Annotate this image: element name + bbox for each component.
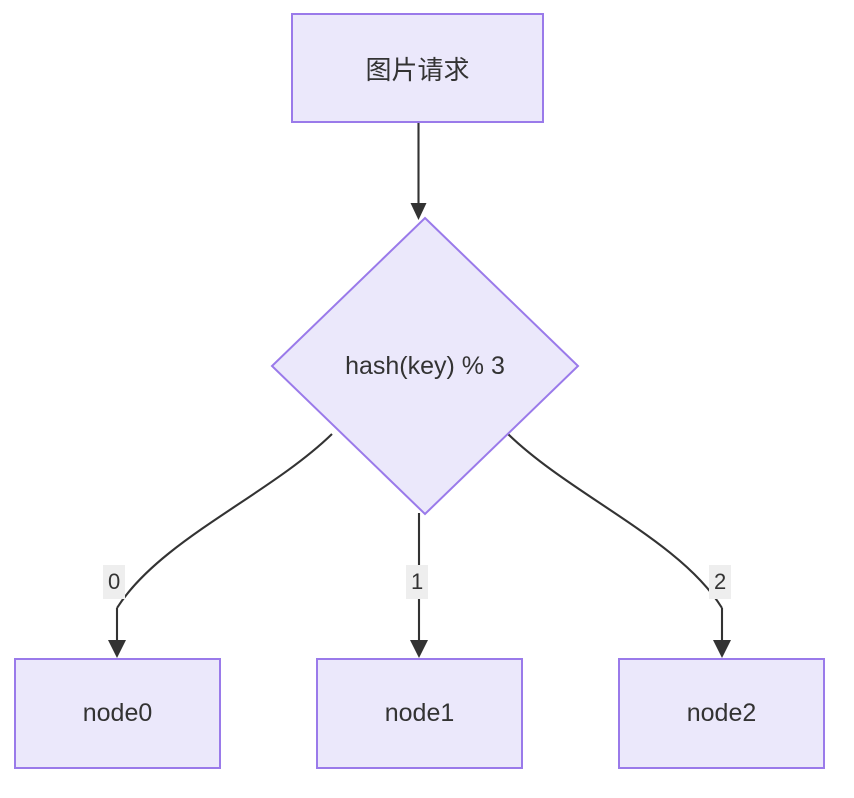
edge-line-hash-node2 xyxy=(507,433,723,609)
edge-label-2: 2 xyxy=(709,565,732,599)
arrow-head-request-hash xyxy=(410,203,427,220)
edge-label-1: 1 xyxy=(406,565,429,599)
arrow-head-hash-node1 xyxy=(410,640,428,658)
node-shape-node1[interactable] xyxy=(316,658,523,769)
node-shape-request[interactable] xyxy=(291,13,544,123)
edge-request-to-hash xyxy=(410,122,427,220)
arrow-head-hash-node0 xyxy=(108,640,126,658)
node-shape-node0[interactable] xyxy=(14,658,221,769)
arrow-head-hash-node2 xyxy=(713,640,731,658)
edge-hash-to-node0 xyxy=(108,433,333,658)
edge-hash-to-node2 xyxy=(507,433,731,658)
node-shape-node2[interactable] xyxy=(618,658,825,769)
node-shape-hash[interactable] xyxy=(270,216,580,516)
edge-label-0: 0 xyxy=(103,565,126,599)
edge-line-hash-node0 xyxy=(116,433,333,609)
